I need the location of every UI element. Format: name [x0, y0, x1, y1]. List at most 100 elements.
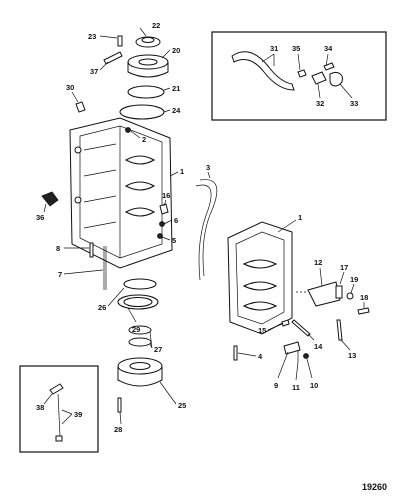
callout-1-cover: 1: [298, 213, 302, 222]
callout-27: 27: [154, 345, 162, 354]
fitting-part-38: [49, 383, 64, 395]
callout-32: 32: [316, 99, 324, 108]
callout-19: 19: [350, 275, 358, 284]
seal-part-27-top: [128, 325, 152, 335]
spacer-part-17: [335, 285, 343, 299]
callout-13: 13: [348, 351, 356, 360]
bolt-part-4: [233, 345, 238, 361]
cover-bore-3: [242, 301, 278, 311]
block-outline: [69, 117, 173, 269]
callout-17: 17: [340, 263, 348, 272]
block-ribs: [83, 143, 117, 229]
screw-part-28: [117, 397, 122, 413]
gasket-part-24: [119, 104, 165, 120]
housing-bore-lower: [129, 361, 151, 371]
clip-part-35: [297, 69, 307, 78]
bracket-part-12: [307, 281, 341, 307]
callout-7: 7: [58, 270, 62, 279]
callout-12: 12: [314, 258, 322, 267]
callout-3: 3: [206, 163, 210, 172]
bolt-hole: [74, 146, 82, 154]
callout-8: 8: [56, 244, 60, 253]
callout-24: 24: [172, 106, 181, 115]
crankcase-cover: [227, 221, 293, 335]
washer-part-19: [346, 292, 354, 300]
cover-outline: [227, 221, 293, 335]
callout-9: 9: [274, 381, 278, 390]
callout-23: 23: [88, 32, 96, 41]
callout-26: 26: [98, 303, 106, 312]
callout-25: 25: [178, 401, 186, 410]
callout-18: 18: [360, 293, 368, 302]
upper-bearing-housing: [75, 35, 169, 133]
dowel-part-2: [125, 127, 131, 133]
bolt-part-8: [89, 242, 94, 258]
fitting-part-30: [75, 101, 86, 113]
seal-strip-part-3a: [199, 179, 218, 277]
callout-5: 5: [172, 236, 176, 245]
bolt-part-13: [336, 319, 343, 341]
leader-lines: [43, 27, 365, 425]
inset-frame-bottom: [19, 365, 99, 453]
part-5: [157, 233, 163, 239]
pin-part-37: [103, 51, 123, 65]
callout-22: 22: [152, 21, 160, 30]
screw-part-15: [281, 319, 290, 327]
nut-part-10: [303, 353, 309, 359]
callout-6: 6: [174, 216, 178, 225]
callout-37: 37: [90, 67, 98, 76]
clamp-part-36: [41, 191, 59, 207]
callout-20: 20: [172, 46, 180, 55]
callout-33: 33: [350, 99, 358, 108]
bracket-assembly: [296, 281, 370, 315]
valve-part-33: [329, 71, 343, 87]
lever-part-9: [283, 341, 301, 355]
bolt-part-18: [357, 307, 370, 315]
lower-bearing-stack: [117, 278, 163, 413]
o-ring-part-26: [123, 278, 157, 290]
callout-16: 16: [162, 191, 170, 200]
block-bolts: [89, 242, 107, 290]
callout-31: 31: [270, 44, 278, 53]
housing-bore: [138, 58, 158, 66]
callout-1-block: 1: [180, 167, 184, 176]
gasket-part-29-outer: [117, 294, 159, 310]
inset-frame-top: [211, 31, 387, 121]
plug-part-16: [159, 203, 169, 215]
cylinder-block: [69, 117, 173, 269]
callout-14: 14: [314, 342, 323, 351]
callout-11: 11: [292, 383, 300, 392]
callout-21: 21: [172, 84, 180, 93]
callout-34: 34: [324, 44, 333, 53]
callout-4: 4: [258, 352, 263, 361]
hose-detail-inset: [211, 31, 387, 121]
gasket-part-29-inner: [123, 296, 153, 308]
fitting-part-32: [311, 71, 327, 85]
cylinder-port-3: [124, 207, 156, 217]
o-ring-part-21: [127, 85, 165, 99]
callout-10: 10: [310, 381, 318, 390]
bolt-hole: [74, 196, 82, 204]
callout-15: 15: [258, 326, 266, 335]
figure-number: 19260: [362, 482, 387, 492]
cylinder-port-1: [124, 155, 156, 165]
hose-part-39: [57, 393, 61, 437]
screw-part-23: [117, 35, 123, 47]
callout-35: 35: [292, 44, 300, 53]
cover-bore-1: [242, 259, 278, 269]
housing-part-25-top: [117, 357, 163, 375]
callout-38: 38: [36, 403, 44, 412]
fitting-detail-inset: [19, 365, 99, 453]
callout-28: 28: [114, 425, 122, 434]
callout-30: 30: [66, 83, 74, 92]
clip-part-34: [323, 62, 335, 71]
part-6: [159, 221, 165, 227]
callout-36: 36: [36, 213, 44, 222]
callout-29: 29: [132, 325, 140, 334]
seal-inner: [141, 37, 155, 43]
callout-39: 39: [74, 410, 82, 419]
hose-part-31: [231, 51, 295, 91]
seal-part-27-bottom: [128, 337, 152, 347]
callout-2: 2: [142, 135, 146, 144]
